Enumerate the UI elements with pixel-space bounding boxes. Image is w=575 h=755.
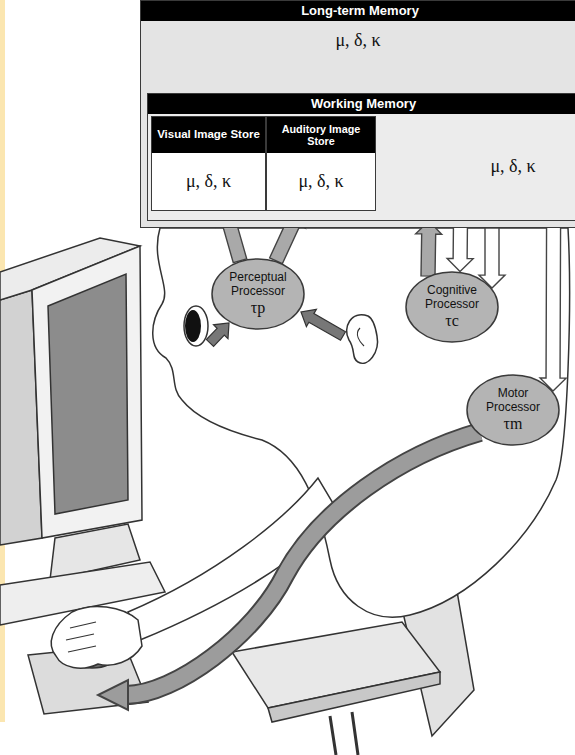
body-area: μ, δ, κ [152,153,265,210]
header-band: Working Memory [148,94,575,114]
flow-arrow [416,221,442,276]
store-box: Auditory Image Store μ, δ, κ [266,116,376,211]
chair-post [330,712,358,755]
memory-box: Visual Image Storeμ, δ, κAuditory Image … [140,0,575,228]
memory-parameters: μ, δ, κ [490,157,535,177]
ear [347,315,378,363]
cycle-time: τm [504,415,523,433]
header-band: Auditory Image Store [267,117,375,153]
body-area: μ, δ, κ [141,23,575,59]
processor-name: Motor Processor [473,387,553,415]
memory-heading: Auditory Image Store [267,123,375,148]
body-area: μ, δ, κ [267,153,375,210]
processor-label-area: Perceptual Processorτp [211,258,305,330]
hand [51,606,142,668]
ear-input-arrow [301,309,346,340]
monitor-screen [48,274,128,514]
store-box: Visual Image Store μ, δ, κ [151,116,266,211]
processor-ellipse: Motor Processorτm [466,374,560,446]
processor-label-area: Motor Processorτm [466,374,560,446]
memory-heading: Working Memory [308,97,419,112]
eye-pupil [185,310,201,342]
flow-arrow [447,221,473,272]
fingers [66,622,96,652]
processor-ellipse: Perceptual Processorτp [211,258,305,330]
header-band: Visual Image Store [152,117,265,153]
cycle-time: τc [445,312,459,330]
memory-heading: Visual Image Store [154,128,263,141]
flow-arrow [479,228,505,288]
flow-arrow [540,221,566,391]
processor-name: Perceptual Processor [218,271,298,299]
processor-name: Cognitive Processor [412,284,492,312]
processor-ellipse: Cognitive Processorτc [405,271,499,343]
processor-ellipse-shape [406,272,498,342]
arm [128,478,340,640]
ear-curl [357,328,364,346]
motor-output-arrow [126,432,480,695]
memory-parameters: μ, δ, κ [335,31,380,51]
body-area: μ, δ, κ [448,150,575,184]
cycle-time: τp [251,299,265,317]
processor-ellipse-shape [467,375,559,445]
motor-output-head [98,680,128,710]
chair-edge [268,672,440,722]
motor-output-outline [126,432,480,695]
header-band: Long-term Memory [141,1,575,21]
memory-box: Visual Image Storeμ, δ, κAuditory Image … [147,93,575,221]
processor-label-area: Cognitive Processorτc [405,271,499,343]
monitor-bezel [32,246,142,538]
processor-ellipse-shape [212,259,304,329]
memory-parameters: μ, δ, κ [186,172,231,192]
memory-heading: Long-term Memory [298,4,422,19]
person-outline [153,228,570,617]
memory-parameters: μ, δ, κ [298,172,343,192]
eye-input-arrow [206,323,229,346]
eye-white [184,306,208,346]
